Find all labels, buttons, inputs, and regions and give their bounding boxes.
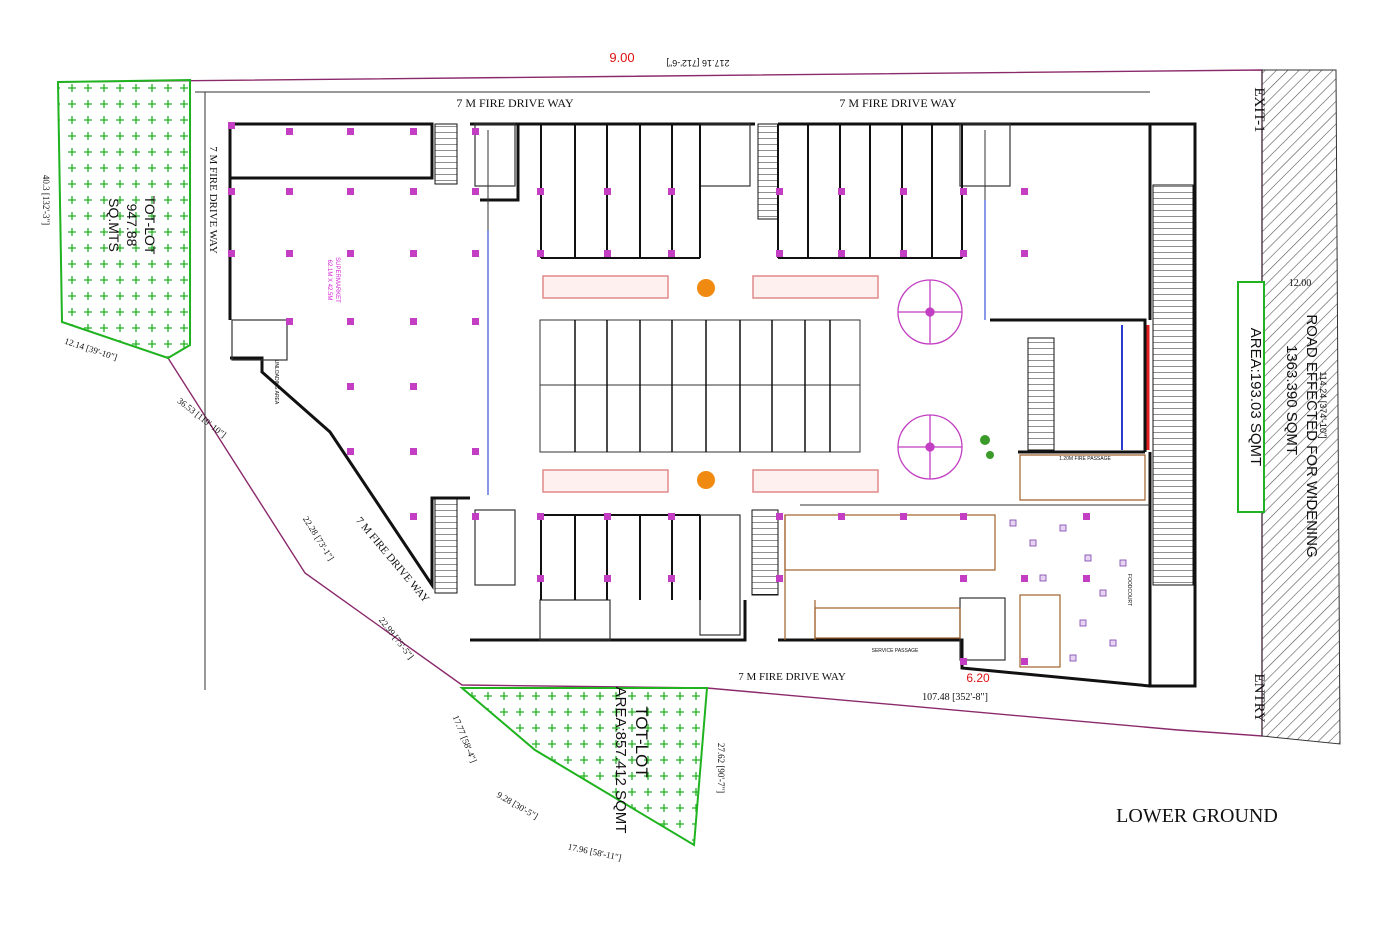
stair-center [1027, 337, 1055, 451]
plant-icons [980, 435, 994, 459]
dim-3: 22.28 [73'-1"] [301, 514, 336, 562]
dim-7: 17.96 [58'-11"] [567, 842, 622, 863]
totlot-top-left [56, 78, 191, 360]
ramp-bottom-left [434, 497, 458, 594]
road-area-label: AREA:193.03 SQMT [1247, 328, 1264, 466]
drive-way-top-right: 7 M FIRE DRIVE WAY [839, 96, 957, 110]
ramp-right [1152, 184, 1194, 586]
center-shops [574, 320, 831, 452]
dim-4: 22.99 [75'-5"] [377, 615, 416, 661]
dim-8: 27.62 [90'-7"] [716, 743, 726, 793]
ramp-bottom-mid [751, 509, 779, 596]
orange-fountains [697, 279, 715, 489]
dim-2: 36.53 [119'-10"] [176, 396, 229, 440]
top-dim: 217.16 [712'-6"] [667, 58, 730, 68]
food-court [784, 454, 1146, 668]
drive-way-bottom: 7 M FIRE DRIVE WAY [738, 671, 846, 683]
road-effected-line2: 1363.390 SQMT [1283, 345, 1300, 455]
road-width: 12.00 [1289, 278, 1312, 289]
food-court-tables [1009, 519, 1127, 662]
site-boundary [57, 69, 1263, 737]
dim-left-top: 40.3 [132'-3"] [41, 175, 51, 225]
road-area-box [1237, 281, 1265, 513]
columns [228, 122, 1090, 665]
drive-way-diagonal: 7 M FIRE DRIVE WAY [353, 515, 431, 605]
drive-way-top-left: 7 M FIRE DRIVE WAY [456, 96, 574, 110]
dim-1: 12.14 [39'-10"] [63, 336, 118, 362]
right-dim: 114.24 [374'-10"] [1318, 371, 1328, 438]
food-court-label: FOODCOURT [1126, 574, 1132, 606]
supermarket-label: SUPERMARKET [334, 257, 340, 303]
shops-bottom [540, 514, 701, 600]
road-effected-line1: ROAD EFFECTED FOR WIDENING [1303, 314, 1320, 557]
totlot-bottom [459, 687, 709, 847]
totlot1-line3: SQ.MTS [106, 198, 122, 252]
road-hatch [1261, 69, 1341, 745]
shops-top-left [540, 124, 701, 259]
bottom-red-dim: 6.20 [966, 671, 990, 685]
ramp-top-left [434, 123, 458, 185]
kiosks [542, 275, 879, 493]
ramp-top-mid [757, 123, 779, 220]
drawing-title: LOWER GROUND [1116, 805, 1278, 827]
exit-label: EXIT-1 [1251, 87, 1267, 132]
totlot1-line1: TOT-LOT [142, 196, 158, 255]
stair-cores [231, 123, 1011, 661]
unloading-label: UNLOADING AREA [273, 360, 279, 405]
totlot2-line2: AREA:857.412 SQMT [612, 687, 629, 834]
entry-label: ENTRY [1251, 673, 1267, 722]
shops-top-right [777, 124, 963, 259]
supermarket-dims: 62.1M X 42.5M [326, 260, 332, 301]
top-dim-red: 9.00 [609, 50, 634, 65]
service-passage-label: SERVICE PASSAGE [872, 648, 919, 654]
totlot1-line2: 947.88 [124, 204, 140, 247]
dim-5: 17.77 [58'-4"] [451, 714, 479, 764]
totlot2-line1: TOT-LOT [632, 706, 651, 777]
bottom-dim: 107.48 [352'-8"] [922, 692, 988, 703]
fire-passage-label: 1.20M FIRE PASSAGE [1059, 456, 1111, 462]
dim-6: 9.28 [30'-5"] [495, 790, 540, 822]
circular-features [897, 279, 963, 480]
drive-way-left: 7 M FIRE DRIVE WAY [207, 146, 219, 254]
